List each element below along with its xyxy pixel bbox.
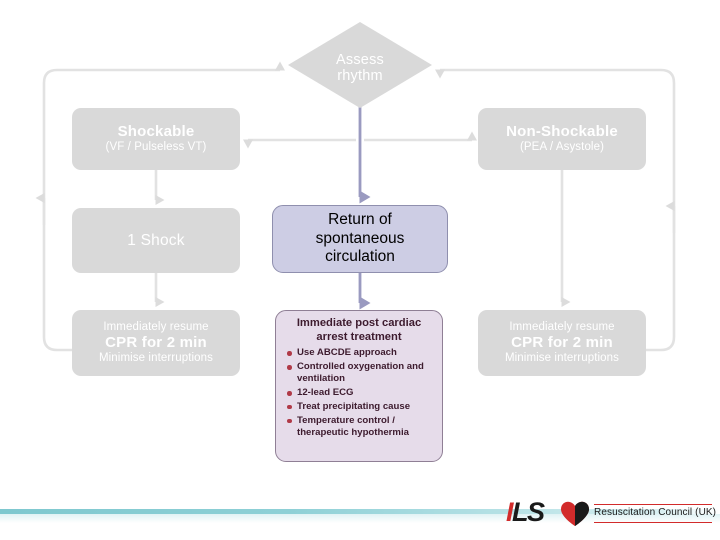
logo-rule-bottom <box>594 522 712 523</box>
assess-rhythm-label: Assess rhythm <box>288 52 432 84</box>
rosc-node[interactable]: Return of spontaneous circulation <box>272 205 448 273</box>
post-arrest-title-line1: Immediate post cardiac <box>296 317 422 329</box>
cpr-left-line1: Immediately resume <box>103 320 209 333</box>
heart-icon <box>561 501 589 526</box>
list-item: Temperature control / therapeutic hypoth… <box>285 415 435 440</box>
non-shockable-subtitle: (PEA / Asystole) <box>519 140 605 153</box>
logo-organisation-text: Resuscitation Council (UK) <box>594 507 717 518</box>
rosc-line1: Return of <box>328 210 392 228</box>
rosc-line3: circulation <box>325 248 395 266</box>
cpr-left-line3: Minimise interruptions <box>98 351 214 364</box>
list-item: Treat precipitating cause <box>285 401 435 413</box>
cpr-right-node[interactable]: Immediately resume CPR for 2 min Minimis… <box>478 310 646 376</box>
cpr-left-line2: CPR for 2 min <box>105 334 207 352</box>
footer-accent-glow <box>0 514 720 523</box>
shockable-subtitle: (VF / Pulseless VT) <box>105 140 207 153</box>
list-item: 12-lead ECG <box>285 387 435 399</box>
assess-rhythm-line2: rhythm <box>337 68 383 85</box>
list-item: Use ABCDE approach <box>285 347 435 359</box>
non-shockable-title: Non-Shockable <box>506 123 618 141</box>
cpr-right-line3: Minimise interruptions <box>504 351 620 364</box>
cpr-right-line1: Immediately resume <box>509 320 615 333</box>
non-shockable-node[interactable]: Non-Shockable (PEA / Asystole) <box>478 108 646 170</box>
cpr-left-node[interactable]: Immediately resume CPR for 2 min Minimis… <box>72 310 240 376</box>
ils-wordmark: ILS <box>506 497 545 527</box>
list-item: Controlled oxygenation and ventilation <box>285 361 435 386</box>
assess-rhythm-node[interactable]: Assess rhythm <box>288 22 432 108</box>
one-shock-node[interactable]: 1 Shock <box>72 208 240 273</box>
post-arrest-treatment-node[interactable]: Immediate post cardiac arrest treatment … <box>275 310 443 462</box>
logo: ILS Resuscitation Council (UK) <box>506 495 716 533</box>
rosc-line2: spontaneous <box>315 229 405 247</box>
post-arrest-title: Immediate post cardiac arrest treatment <box>283 317 435 344</box>
logo-rule-top <box>594 504 712 505</box>
ils-wordmark-ls: LS <box>512 497 545 527</box>
shockable-title: Shockable <box>117 123 195 141</box>
ils-wordmark-i: I <box>506 497 514 527</box>
one-shock-label: 1 Shock <box>127 231 185 249</box>
cpr-right-line2: CPR for 2 min <box>511 334 613 352</box>
post-arrest-title-line2: arrest treatment <box>316 330 402 343</box>
assess-rhythm-line1: Assess <box>336 52 384 68</box>
footer-accent-bar <box>0 509 720 514</box>
shockable-node[interactable]: Shockable (VF / Pulseless VT) <box>72 108 240 170</box>
post-arrest-bullet-list: Use ABCDE approach Controlled oxygenatio… <box>283 347 435 439</box>
